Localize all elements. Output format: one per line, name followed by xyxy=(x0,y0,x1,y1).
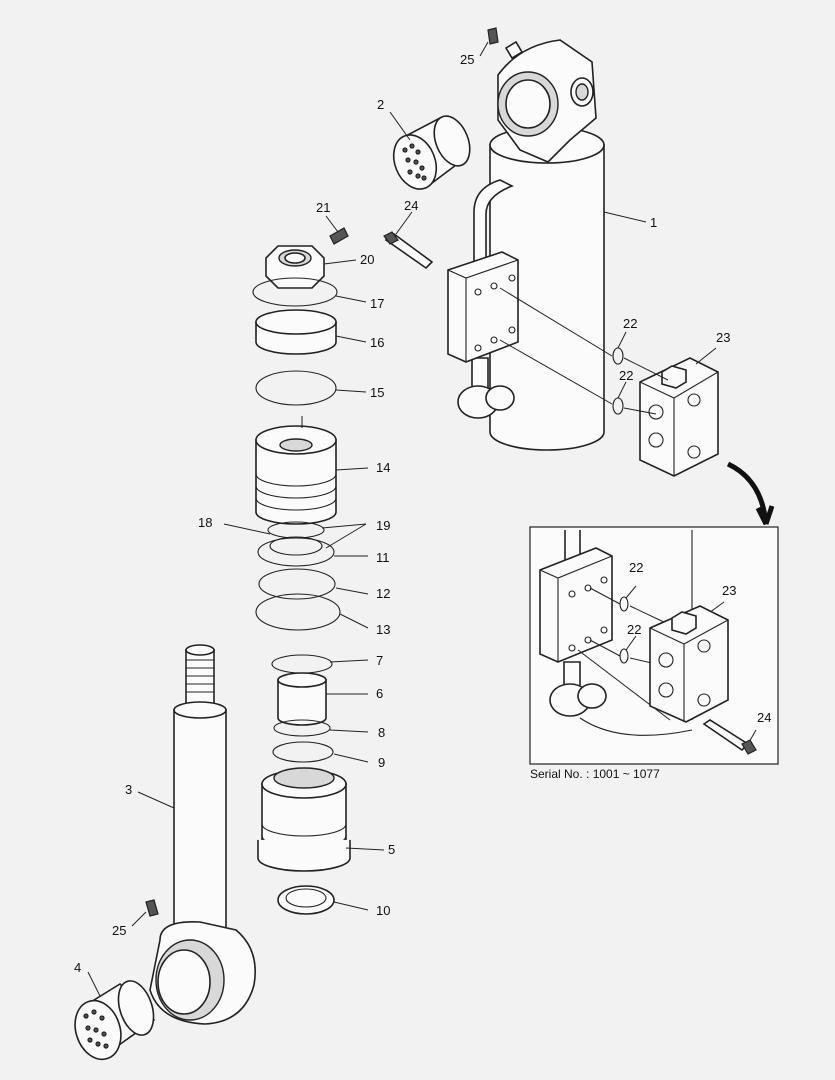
callout-14: 14 xyxy=(376,460,390,475)
valve-block-23 xyxy=(639,357,719,477)
dust-wiper-10 xyxy=(277,885,335,915)
set-screw-21 xyxy=(329,227,349,245)
callout-24: 24 xyxy=(404,198,418,213)
spherical-bushing-top xyxy=(392,115,471,190)
seal-12 xyxy=(258,568,336,600)
callout-5: 5 xyxy=(388,842,395,857)
callout-23: 23 xyxy=(716,330,730,345)
grease-nipple-top xyxy=(487,27,499,45)
callout-17: 17 xyxy=(370,296,384,311)
detail-arrow xyxy=(726,461,775,526)
callout-6: 6 xyxy=(376,686,383,701)
callout-25-bottom: 25 xyxy=(112,923,126,938)
callout-3: 3 xyxy=(125,782,132,797)
callout-16: 16 xyxy=(370,335,384,350)
seal-8 xyxy=(273,719,331,737)
callout-11: 11 xyxy=(376,550,390,565)
inset-callout-23: 23 xyxy=(722,583,736,598)
ring-7 xyxy=(271,654,333,674)
callout-18: 18 xyxy=(198,515,212,530)
callout-8: 8 xyxy=(378,725,385,740)
callout-21: 21 xyxy=(316,200,330,215)
o-ring-22-upper xyxy=(612,347,624,365)
inset-callout-22-lower: 22 xyxy=(627,622,641,637)
callout-2: 2 xyxy=(377,97,384,112)
dust-seal-13 xyxy=(255,593,341,631)
callout-labels: 1 2 3 4 5 6 7 8 9 10 11 12 13 14 15 16 1… xyxy=(74,52,730,975)
callout-22-lower: 22 xyxy=(619,368,633,383)
inset-callout-24: 24 xyxy=(757,710,771,725)
callout-7: 7 xyxy=(376,653,383,668)
piston-rod xyxy=(149,644,256,1025)
inset-callout-22-upper: 22 xyxy=(629,560,643,575)
bolt-24 xyxy=(383,231,434,270)
callout-9: 9 xyxy=(378,755,385,770)
spherical-bushing-bottom xyxy=(74,980,156,1061)
seal-11 xyxy=(257,537,335,567)
serial-number-note: Serial No. : 1001 ~ 1077 xyxy=(530,767,660,781)
callout-15: 15 xyxy=(370,385,384,400)
inset-detail: 22 22 23 24 xyxy=(529,526,779,765)
o-ring-15 xyxy=(255,370,337,406)
piston-14 xyxy=(255,425,337,525)
lock-nut-20 xyxy=(265,245,325,289)
callout-13: 13 xyxy=(376,622,390,637)
o-ring-22-lower xyxy=(612,397,624,415)
callout-20: 20 xyxy=(360,252,374,267)
callout-19: 19 xyxy=(376,518,390,533)
wear-ring-17 xyxy=(252,277,338,307)
seal-9 xyxy=(272,741,334,763)
callout-1: 1 xyxy=(650,215,657,230)
rod-cover-5 xyxy=(257,767,351,872)
bushing-6 xyxy=(277,672,327,726)
callout-10: 10 xyxy=(376,903,390,918)
callout-12: 12 xyxy=(376,586,390,601)
callout-4: 4 xyxy=(74,960,81,975)
assembly-lines xyxy=(301,287,669,428)
callout-25-top: 25 xyxy=(460,52,474,67)
callout-22-upper: 22 xyxy=(623,316,637,331)
leader-lines xyxy=(87,41,717,997)
cylinder-tube xyxy=(447,39,605,451)
grease-nipple-bottom xyxy=(145,899,159,917)
piston-ring-16 xyxy=(255,309,337,355)
